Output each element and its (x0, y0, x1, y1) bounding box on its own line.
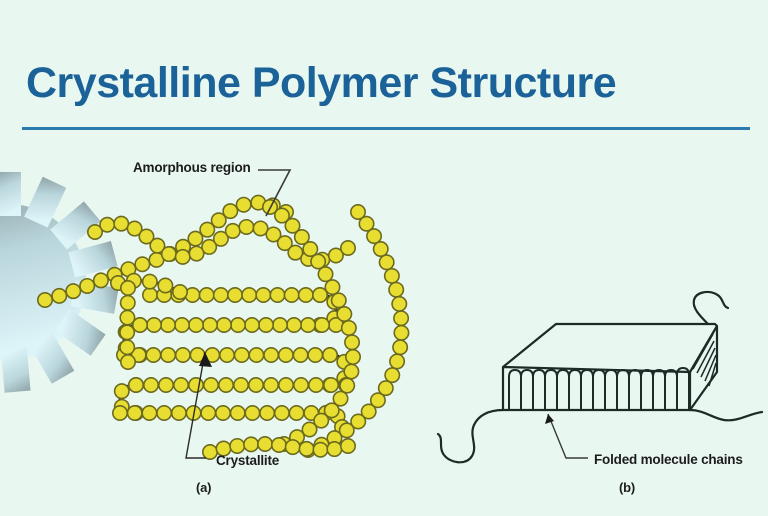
polymer-bead (132, 316, 149, 333)
polymer-bead (188, 245, 205, 262)
polymer-bead (324, 279, 341, 296)
polymer-bead (369, 392, 386, 409)
polymer-bead (366, 228, 383, 245)
polymer-bead (339, 240, 356, 257)
polymer-bead (302, 241, 319, 258)
polymer-bead (338, 422, 355, 439)
polymer-bead (349, 204, 366, 221)
polymer-bead (350, 413, 367, 430)
page-title: Crystalline Polymer Structure (26, 59, 617, 107)
polymer-bead (313, 412, 330, 429)
folded-chains-leader-line (545, 413, 588, 459)
polymer-bead (87, 224, 104, 241)
polymer-bead (210, 212, 227, 229)
polymer-bead (149, 237, 166, 254)
bead-nodes (36, 194, 410, 460)
polymer-bead (222, 203, 239, 220)
polymer-bead (330, 292, 347, 309)
polymer-bead (141, 273, 158, 290)
polymer-bead (36, 291, 53, 308)
caption-figure-b: (b) (619, 480, 635, 495)
polymer-bead (323, 402, 340, 419)
polymer-bead (287, 244, 304, 261)
polymer-bead (372, 241, 389, 258)
polymer-bead (51, 287, 68, 304)
label-folded-molecule-chains: Folded molecule chains (594, 452, 743, 467)
polymer-bead (321, 346, 338, 363)
folded-chain-hairpins (508, 366, 690, 411)
polymer-bead (199, 221, 216, 238)
label-amorphous-region: Amorphous region (133, 160, 251, 175)
polymer-bead (284, 217, 301, 234)
polymer-bead (120, 353, 137, 370)
polymer-bead (252, 220, 269, 237)
amorphous-leader-line (258, 169, 292, 217)
polymer-bead (92, 272, 109, 289)
polymer-bead (157, 277, 174, 294)
polymer-bead (301, 421, 318, 438)
polymer-bead (311, 286, 328, 303)
caption-figure-a: (a) (196, 480, 212, 495)
polymer-bead (310, 253, 327, 270)
polymer-bead (339, 377, 356, 394)
polymer-bead (336, 305, 353, 322)
polymer-bead (343, 363, 360, 380)
polymer-bead (65, 283, 82, 300)
polymer-bead (384, 367, 401, 384)
polymer-bead (113, 383, 130, 400)
polymer-bead (212, 230, 229, 247)
polymer-bead (293, 229, 310, 246)
polymer-bead (201, 238, 218, 255)
label-crystallite: Crystallite (216, 453, 280, 468)
polymer-bead (126, 220, 143, 237)
polymer-bead (377, 380, 394, 397)
polymer-bead (317, 266, 334, 283)
polymer-bead (273, 207, 290, 224)
polymer-bead (358, 215, 375, 232)
polymer-bead (276, 235, 293, 252)
gear-icon (0, 172, 119, 393)
polymer-bead (172, 283, 189, 300)
polymer-bead (265, 226, 282, 243)
crystallite-arrow (185, 351, 212, 459)
molecule-tails (436, 290, 764, 464)
polymer-bead (332, 390, 349, 407)
polymer-bead (378, 254, 395, 271)
polymer-bead (339, 437, 356, 454)
polymer-bead (79, 277, 96, 294)
polymer-bead (134, 256, 151, 273)
polymer-bead (360, 403, 377, 420)
polymer-bead (327, 247, 344, 264)
polymer-bead (128, 376, 145, 393)
polymer-bead (389, 353, 406, 370)
polymer-bead (138, 228, 155, 245)
crystal-box (501, 322, 719, 412)
